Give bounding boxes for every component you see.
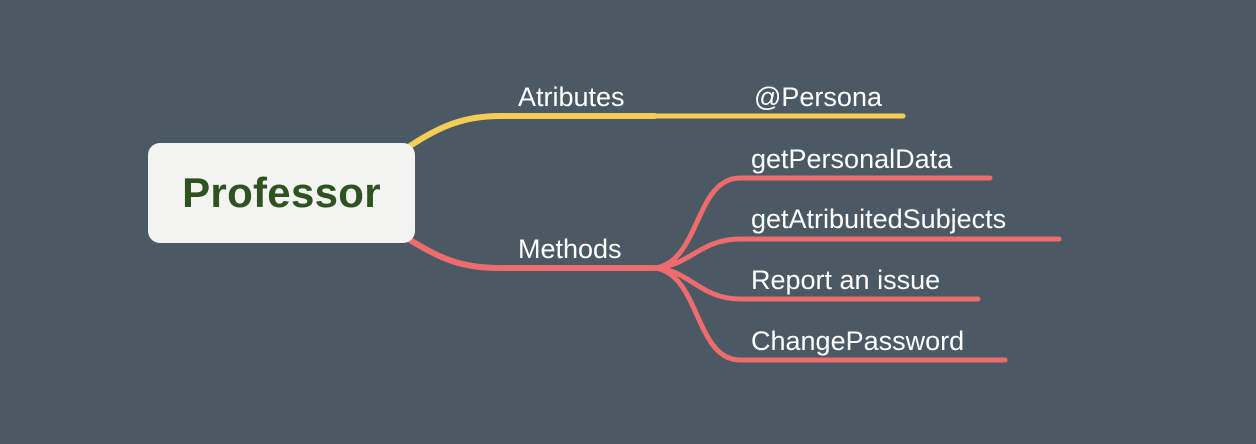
branch-methods-label[interactable]: Methods: [518, 234, 622, 264]
leaf-persona-label[interactable]: @Persona: [754, 82, 882, 112]
connector-root-to-methods: [407, 237, 658, 271]
leaf-getpersonaldata-label[interactable]: getPersonalData: [751, 144, 953, 174]
leaf-changepassword-label[interactable]: ChangePassword: [751, 326, 965, 356]
branch-atributes-label[interactable]: Atributes: [518, 82, 625, 112]
connector-root-to-atributes: [407, 113, 658, 149]
connector-methods-to-getatribuitedsubjects: [652, 236, 1062, 271]
connector-methods-to-getpersonaldata: [652, 175, 993, 271]
leaf-getatribuitedsubjects-label[interactable]: getAtribuitedSubjects: [751, 204, 1007, 234]
root-topic-label: Professor: [182, 169, 381, 216]
leaf-report-an-issue-label[interactable]: Report an issue: [751, 265, 941, 295]
root-topic-professor[interactable]: Professor: [148, 143, 415, 243]
connector-methods-to-changepassword: [652, 265, 1008, 363]
